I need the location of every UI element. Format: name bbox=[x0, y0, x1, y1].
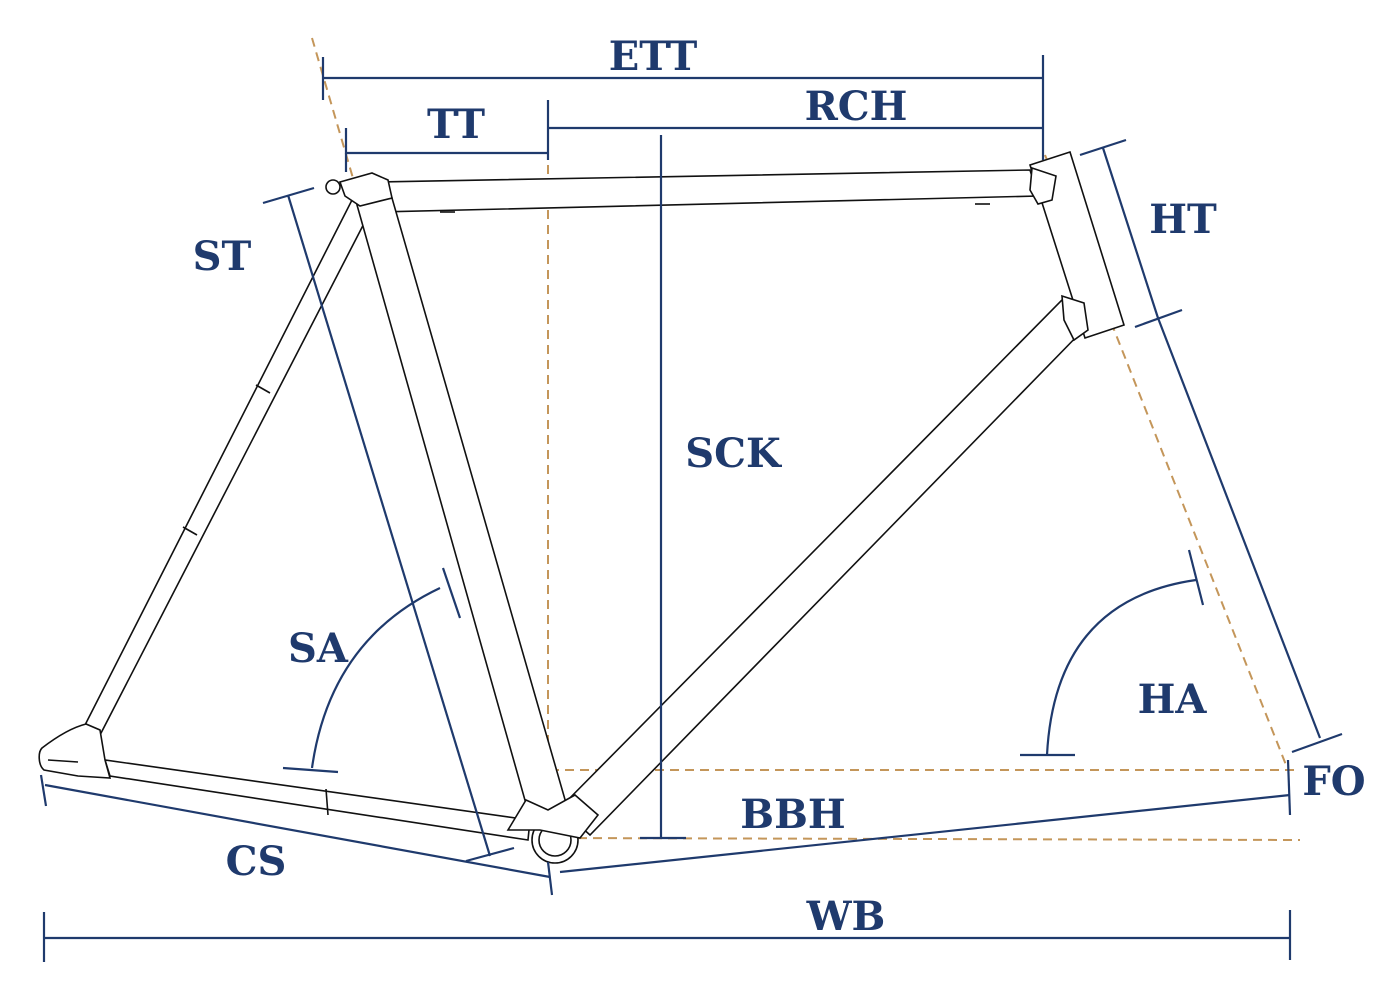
head-lug-upper bbox=[1029, 166, 1057, 205]
dimensions bbox=[39, 55, 1343, 962]
down-tube bbox=[558, 298, 1087, 837]
label-tt: TT bbox=[427, 101, 485, 148]
ht-dimension-line bbox=[1101, 147, 1160, 319]
label-cs: CS bbox=[226, 838, 287, 885]
st-dimension-line bbox=[286, 194, 492, 857]
seat-bolt bbox=[325, 179, 341, 195]
label-sck: SCK bbox=[685, 430, 782, 477]
seat-tube bbox=[355, 197, 570, 819]
label-wb: WB bbox=[806, 893, 886, 940]
label-ht: HT bbox=[1149, 196, 1217, 243]
label-ha: HA bbox=[1138, 676, 1208, 723]
sa-angle-arc bbox=[310, 587, 441, 769]
label-st: ST bbox=[193, 233, 252, 280]
label-rch: RCH bbox=[805, 83, 908, 130]
top-tube bbox=[377, 169, 1040, 213]
label-ett: ETT bbox=[609, 33, 698, 80]
bb-lug bbox=[506, 794, 600, 839]
seat-cluster bbox=[338, 172, 393, 207]
fork-dimension-line bbox=[1156, 317, 1322, 739]
rear-dropout bbox=[38, 723, 112, 779]
label-bbh: BBH bbox=[740, 791, 845, 838]
labels: ETT TT RCH HT ST SCK SA HA FO BBH CS WB bbox=[193, 33, 1366, 940]
chainstay bbox=[103, 759, 531, 841]
label-fo: FO bbox=[1302, 758, 1365, 805]
head-lug-lower bbox=[1061, 294, 1089, 342]
ha-angle-arc bbox=[1045, 578, 1197, 756]
head-tube bbox=[1028, 150, 1125, 340]
label-sa: SA bbox=[288, 625, 349, 672]
bbh-dimension-line bbox=[559, 793, 1291, 874]
bicycle-frame bbox=[38, 150, 1125, 864]
cs-dimension-line bbox=[44, 783, 551, 879]
